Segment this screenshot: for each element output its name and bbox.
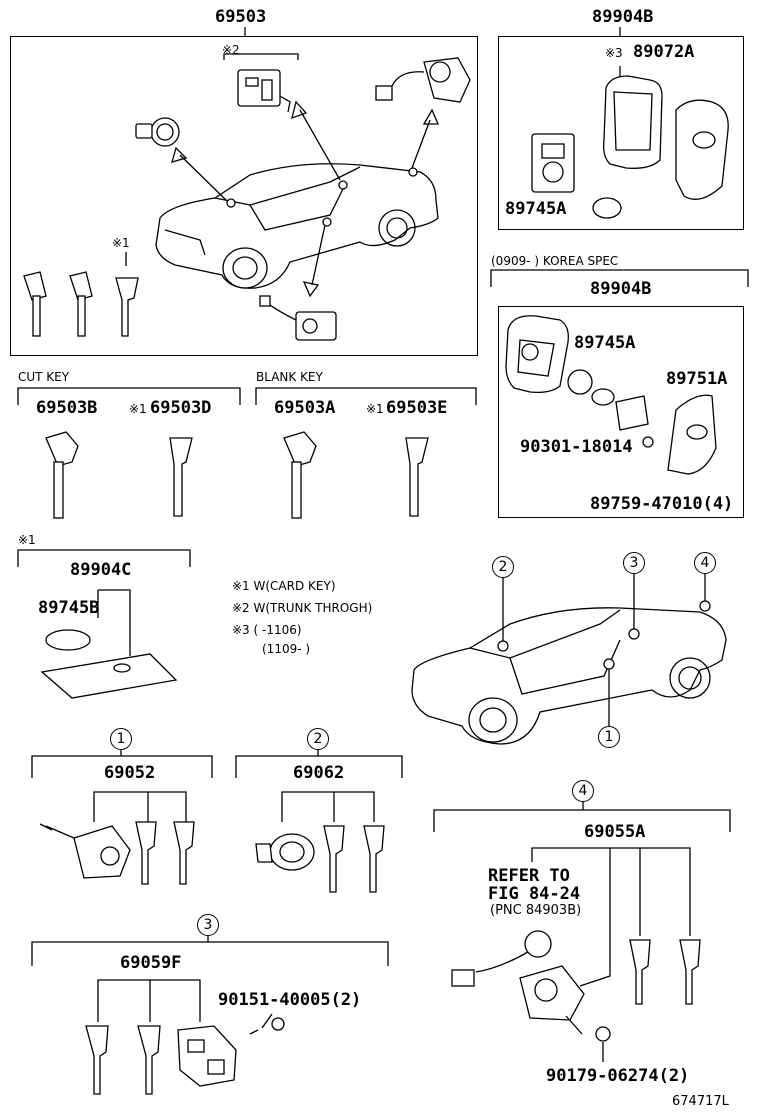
box-korea <box>498 306 744 518</box>
circle-4-car: 4 <box>694 552 716 574</box>
label-69503E: 69503E <box>386 398 448 418</box>
door-cylinder-part <box>135 117 180 147</box>
korea-spec-label: (0909- ) KOREA SPEC <box>491 254 619 268</box>
bracket-group-3 <box>31 941 389 966</box>
box-89904B-top <box>498 36 744 230</box>
keys-cut-blank <box>45 431 429 519</box>
car-top-illustration <box>155 163 439 289</box>
mark-1: ※1 <box>112 236 130 250</box>
steering-lock-part <box>259 295 337 341</box>
circle-4-group: 4 <box>572 780 594 802</box>
arrows-top <box>171 100 439 298</box>
label-89904B-top: 89904B <box>592 7 654 27</box>
refer-line-1: REFER TO <box>488 866 570 886</box>
label-89745B: 89745B <box>38 598 100 618</box>
label-69503: 69503 <box>215 7 267 27</box>
label-90301: 90301-18014 <box>520 437 633 457</box>
mark-1-69503E: ※1 <box>366 402 384 416</box>
circle-2-group: 2 <box>307 728 329 750</box>
note-2: ※2 W(TRUNK THROGH) <box>232 601 373 615</box>
group-3-parts <box>85 979 285 1095</box>
label-89072A: 89072A <box>633 42 695 62</box>
figure-id: 674717L <box>672 1094 729 1109</box>
car-right-illustration <box>411 574 727 745</box>
label-89904C: 89904C <box>70 560 132 580</box>
card-key <box>40 589 178 699</box>
circle-1-group: 1 <box>110 728 132 750</box>
cut-key-label: CUT KEY <box>18 370 70 384</box>
label-69052: 69052 <box>104 763 156 783</box>
refer-line-3: (PNC 84903B) <box>490 903 582 918</box>
label-89904B-korea: 89904B <box>590 279 652 299</box>
bracket-group-1 <box>31 755 213 778</box>
note-1: ※1 W(CARD KEY) <box>232 579 336 593</box>
mark-1-69503D: ※1 <box>129 402 147 416</box>
label-69503D: 69503D <box>150 398 212 418</box>
mark-3: ※3 <box>605 46 623 60</box>
bracket-card <box>17 549 191 567</box>
smart-key-top <box>531 66 729 219</box>
label-69503A: 69503A <box>274 398 336 418</box>
bracket-group-2 <box>235 755 403 778</box>
bracket-group-4 <box>433 809 731 832</box>
group-2-parts <box>255 791 385 893</box>
circle-1-car: 1 <box>598 726 620 748</box>
label-89745A-korea: 89745A <box>574 333 636 353</box>
circle-3-group: 3 <box>197 914 219 936</box>
label-90151: 90151-40005(2) <box>218 990 362 1010</box>
ignition-switch-part <box>375 57 471 103</box>
smart-key-korea <box>505 315 717 475</box>
circle-3-car: 3 <box>623 552 645 574</box>
group-1-parts <box>39 791 195 885</box>
label-69062: 69062 <box>293 763 345 783</box>
label-69055A: 69055A <box>584 822 646 842</box>
label-89745A-top: 89745A <box>505 199 567 219</box>
label-69059F: 69059F <box>120 953 182 973</box>
label-69503B: 69503B <box>36 398 98 418</box>
circle-2-car: 2 <box>492 556 514 578</box>
blank-key-label: BLANK KEY <box>256 370 323 384</box>
bracket-cut <box>17 387 241 405</box>
trunk-cylinder-part <box>223 53 299 113</box>
label-90179: 90179-06274(2) <box>546 1066 690 1086</box>
refer-line-2: FIG 84-24 <box>488 884 581 904</box>
label-89751A: 89751A <box>666 369 728 389</box>
keys-in-69503 <box>23 252 139 337</box>
group-4-parts <box>451 847 701 1062</box>
bracket-blank <box>255 387 477 405</box>
mark-1-card: ※1 <box>18 533 36 547</box>
note-4: (1109- ) <box>262 642 311 656</box>
label-89759: 89759-47010(4) <box>590 494 734 514</box>
box-69503 <box>10 36 478 356</box>
note-3: ※3 ( -1106) <box>232 623 302 637</box>
bracket-korea <box>490 269 749 287</box>
